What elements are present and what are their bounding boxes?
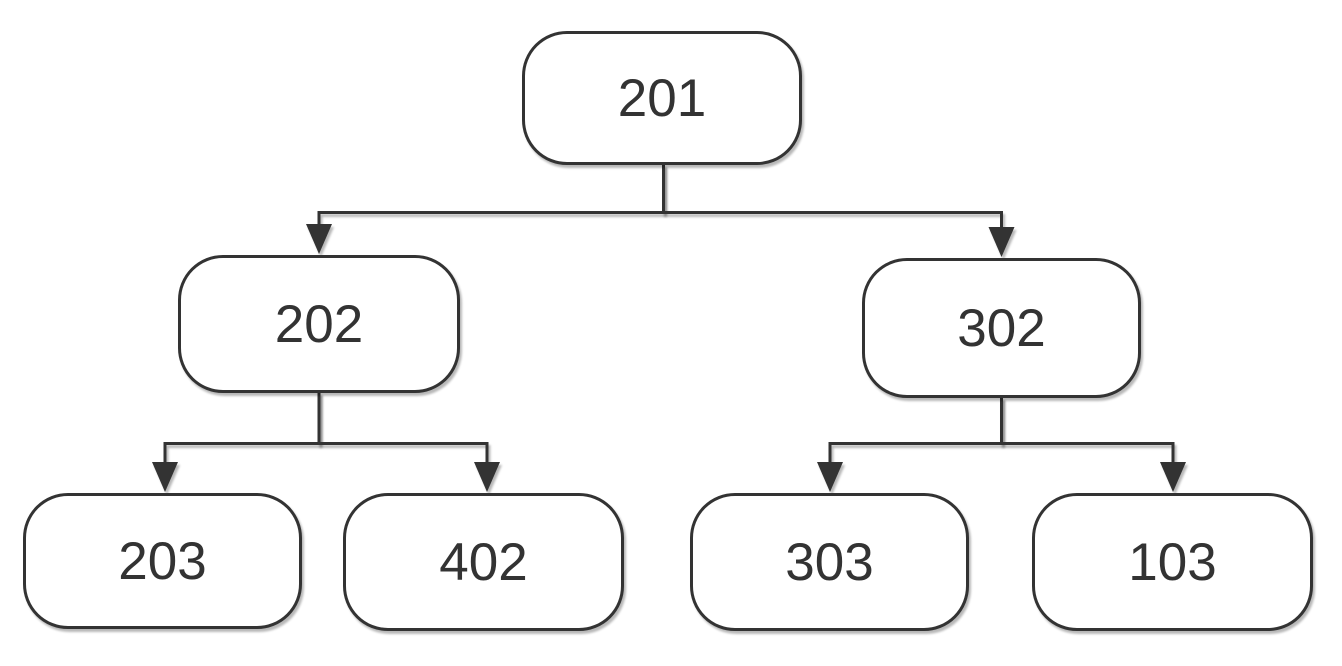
tree-node-402[interactable]: 402 [343,493,624,631]
edge-201-302 [662,164,1015,257]
tree-node-103[interactable]: 103 [1032,493,1313,631]
node-label-302: 302 [957,298,1046,358]
tree-node-303[interactable]: 303 [690,493,969,631]
edge-302-103 [1000,397,1186,492]
edge-201-202 [306,164,665,254]
edge-302-303 [817,397,1003,492]
edge-202-203 [152,392,321,492]
tree-node-201[interactable]: 201 [522,31,802,165]
node-label-402: 402 [439,532,528,592]
node-label-303: 303 [785,532,874,592]
node-label-103: 103 [1128,532,1217,592]
edge-202-402 [317,392,500,492]
node-label-203: 203 [118,531,207,591]
tree-node-202[interactable]: 202 [178,255,460,393]
tree-node-203[interactable]: 203 [23,493,302,629]
node-label-202: 202 [274,294,364,354]
tree-node-302[interactable]: 302 [862,258,1141,398]
node-label-201: 201 [617,68,707,128]
